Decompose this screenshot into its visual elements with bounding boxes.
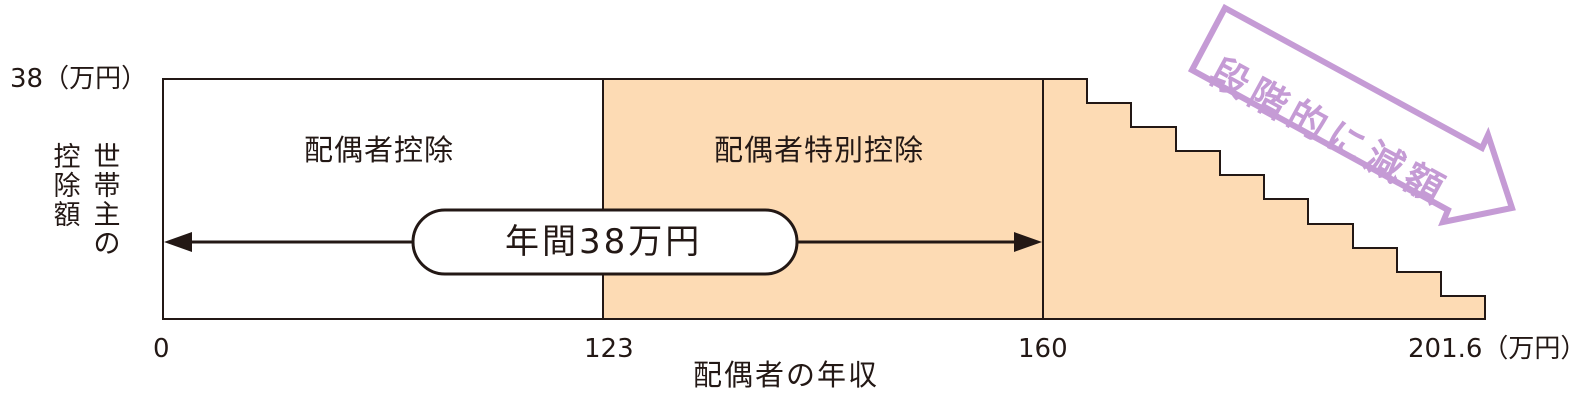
x-tick-123: 123 bbox=[584, 334, 634, 364]
x-axis-label: 配偶者の年収 bbox=[693, 358, 880, 392]
region-spouse-deduction bbox=[162, 78, 604, 320]
x-tick-max: 201.6（万円） bbox=[1408, 334, 1587, 364]
region-special-deduction-label: 配偶者特別控除 bbox=[714, 133, 925, 167]
region-stepwise-reduction bbox=[1042, 78, 1486, 320]
region-special-spouse-deduction bbox=[602, 78, 1044, 320]
pill-badge bbox=[411, 208, 799, 276]
arrow-right-icon bbox=[1014, 232, 1042, 252]
x-tick-160: 160 bbox=[1018, 334, 1068, 364]
y-axis-char: 額 bbox=[53, 200, 81, 231]
y-axis-char: の bbox=[93, 229, 121, 260]
pill-label: 年間38万円 bbox=[505, 222, 703, 262]
x-tick-0: 0 bbox=[153, 334, 170, 364]
y-axis-char: 控 bbox=[53, 142, 81, 173]
y-axis-char: 帯 bbox=[93, 171, 121, 202]
y-max-label: 38（万円） bbox=[10, 64, 148, 94]
region-spouse-deduction-label: 配偶者控除 bbox=[304, 133, 455, 167]
reduction-arrow-icon bbox=[1187, 3, 1516, 227]
arrow-left-icon bbox=[164, 232, 192, 252]
y-axis-char: 主 bbox=[93, 200, 121, 231]
y-axis-char: 除 bbox=[53, 171, 81, 202]
y-axis-char: 世 bbox=[93, 142, 121, 173]
y-axis-label-col2: 控 除 額 bbox=[52, 143, 82, 230]
y-axis-label-col1: 世 帯 主 の bbox=[92, 143, 122, 259]
